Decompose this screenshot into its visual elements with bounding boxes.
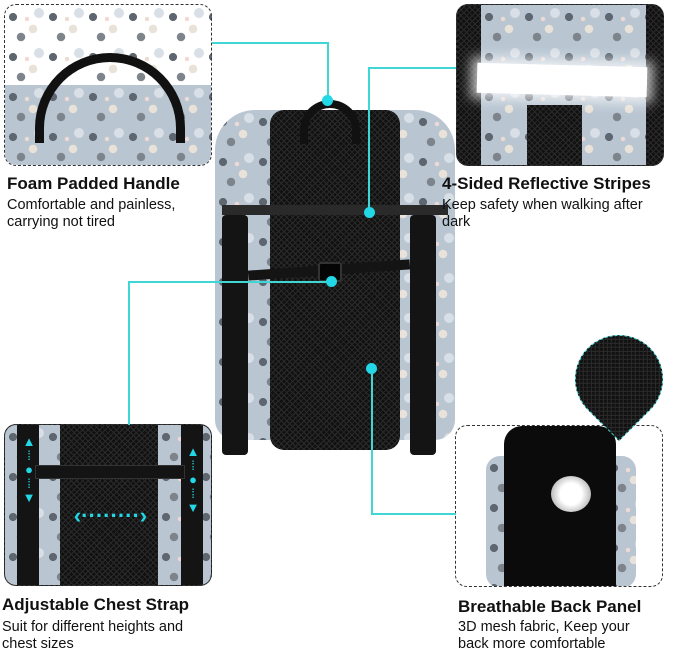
reflective-closeup-strap [527,105,582,165]
top-handle [300,100,360,144]
connector-reflective-h [368,67,456,69]
horizontal-adjust-arrow-icon: ‹········› [73,503,148,528]
chest-marker-dot [326,276,337,287]
feature-title-back-panel: Breathable Back Panel [458,597,642,616]
shoulder-strap-left [222,215,248,455]
connector-back-v [371,368,373,514]
connector-reflective-v [368,67,370,212]
connector-handle-h [212,42,329,44]
reflective-band [222,205,448,215]
reflective-closeup-frame [456,4,664,166]
connector-back-h [371,513,456,515]
back-panel-closeup-frame [455,425,663,587]
connector-handle-v [327,42,329,100]
feature-title-reflective: 4-Sided Reflective Stripes [442,174,651,193]
reflective-stripe [476,62,648,98]
connector-chest-v [128,281,130,425]
handle-marker-dot [322,95,333,106]
chest-strap-closeup-frame: ‹········› ▲⁞●⁞▼ ▲⁞●⁞▼ [4,424,212,586]
feature-desc-reflective-line2: dark [442,214,471,230]
feature-title-handle: Foam Padded Handle [7,174,180,193]
chest-closeup-strap-right [181,425,203,585]
reflective-marker-dot [364,207,375,218]
feature-desc-back-panel-line1: 3D mesh fabric, Keep your [458,619,630,635]
feature-desc-chest-strap-line1: Suit for different heights and [2,619,184,635]
shoulder-strap-right [410,215,436,455]
back-panel-marker-dot [366,363,377,374]
handle-closeup-frame [4,4,212,166]
vertical-adjust-arrow-left-icon: ▲⁞●⁞▼ [22,434,36,505]
chest-closeup-strap-left [17,425,39,585]
feature-desc-handle-line1: Comfortable and painless, [7,197,176,213]
mesh-magnifier-bubble [556,316,679,442]
air-puff-icon [551,476,591,512]
feature-desc-back-panel-line2: back more comfortable [458,636,606,652]
feature-title-chest-strap: Adjustable Chest Strap [2,595,190,614]
feature-desc-chest-strap-line2: chest sizes [2,636,74,652]
connector-chest-h [128,281,332,283]
feature-desc-handle-line2: carrying not tired [7,214,115,230]
chest-closeup-belt [35,465,185,479]
feature-desc-reflective-line1: Keep safety when walking after [442,197,643,213]
back-mesh-panel [270,110,400,450]
handle-closeup-handle [35,53,185,143]
vertical-adjust-arrow-right-icon: ▲⁞●⁞▼ [186,444,200,515]
